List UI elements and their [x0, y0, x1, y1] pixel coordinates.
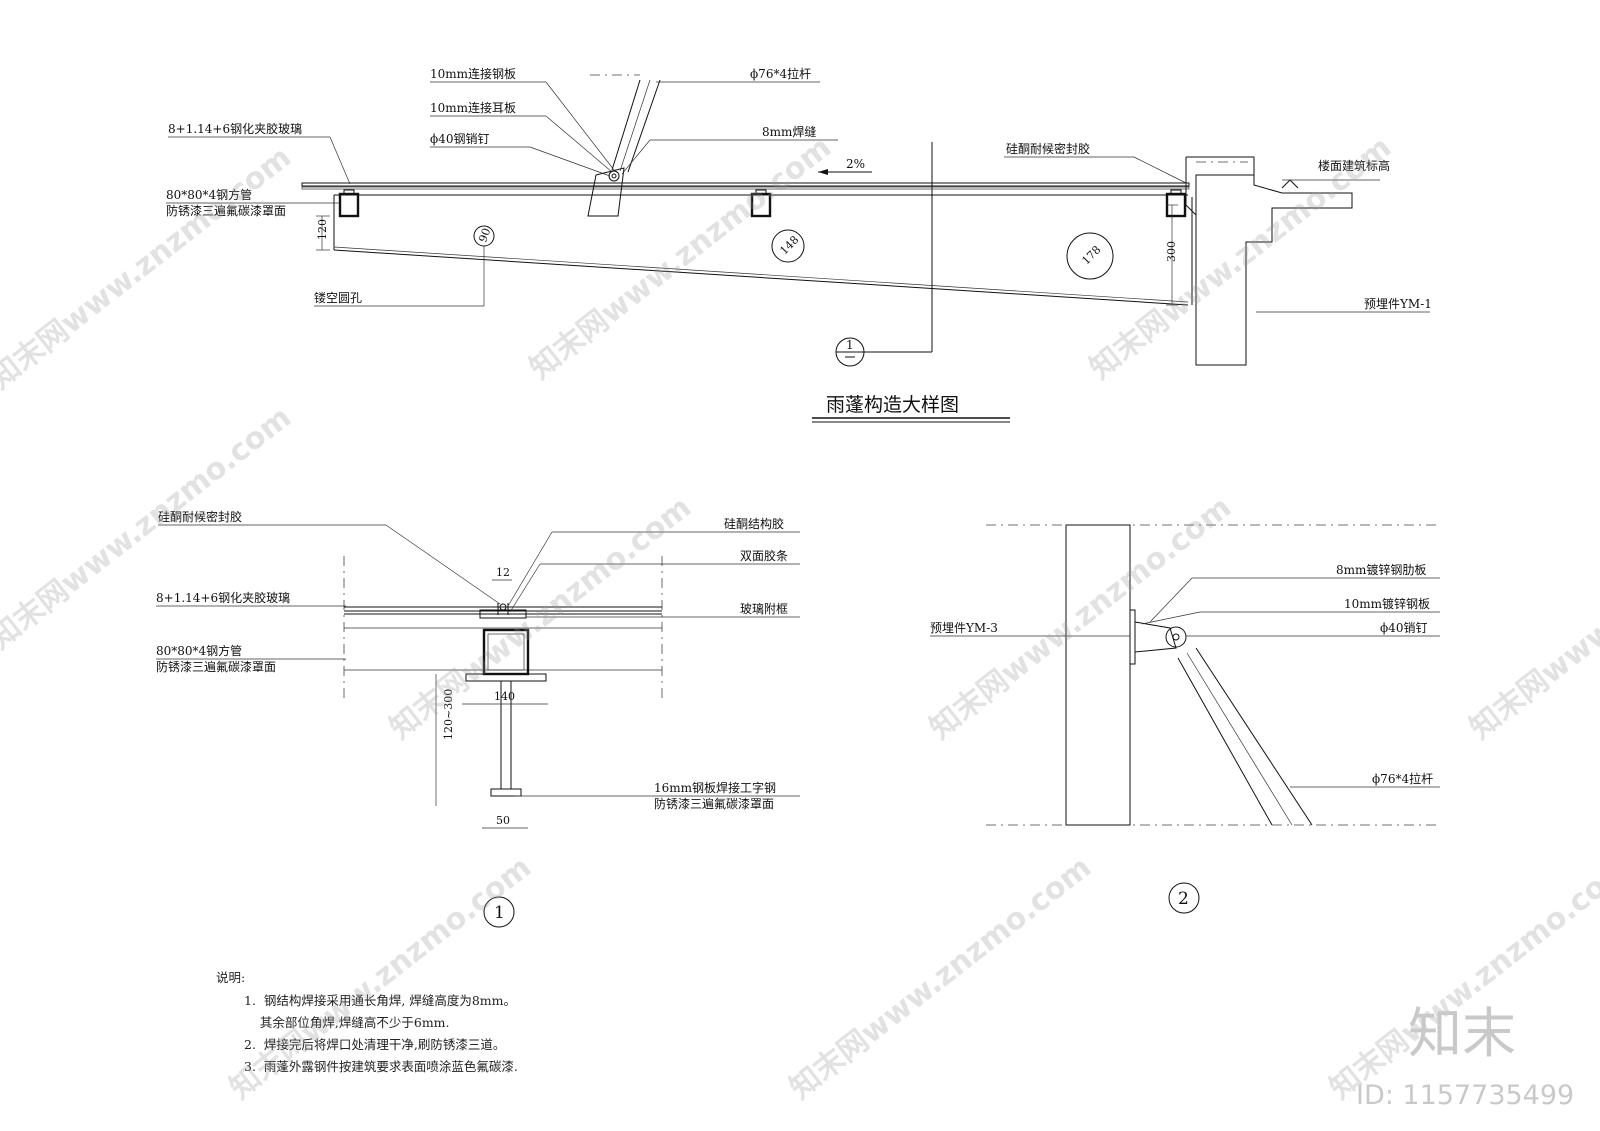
main-dimensions: 120 300 [316, 204, 1178, 306]
notes-heading: 说明: [216, 970, 245, 985]
label-pin: ϕ40钢销钉 [430, 132, 489, 146]
svg-text:知末网www.znzmo.com: 知末网www.znzmo.com [0, 400, 298, 657]
label-weld: 8mm焊缝 [762, 124, 816, 139]
label-s2-pin: ϕ40销钉 [1380, 621, 1427, 635]
wall-floor-structure [1185, 156, 1353, 366]
label-glass: 8+1.14+6钢化夹胶玻璃 [168, 121, 302, 136]
dim-web: 50 [496, 814, 510, 827]
hollow-hole-large [1066, 232, 1114, 280]
label-s2-tie-rod: ϕ76*4拉杆 [1372, 771, 1433, 786]
floor-level-mark: 楼面建筑标高 [1281, 158, 1390, 189]
section-detail-2: 8mm镀锌钢肋板 10mm镀锌钢板 ϕ40销钉 预埋件YM-3 ϕ76*4拉杆 … [930, 524, 1440, 914]
label-s1-glass: 8+1.14+6钢化夹胶玻璃 [156, 590, 290, 605]
label-rib-plate: 8mm镀锌钢肋板 [1336, 562, 1426, 577]
label-s1-tube-spec: 80*80*4钢方管 [156, 643, 242, 658]
svg-text:知末网www.znzmo.com: 知末网www.znzmo.com [1463, 490, 1600, 747]
hole-dim-1: 90 [476, 226, 493, 244]
steel-square-tubes [338, 189, 1187, 218]
label-hollow-hole: 镂空圆孔 [314, 291, 362, 305]
floor-level-label: 楼面建筑标高 [1318, 158, 1390, 173]
slope-label: 2% [846, 157, 865, 171]
image-id: ID: 1157735499 [1356, 1080, 1574, 1111]
section1-marker-label: 1 [494, 903, 505, 923]
steel-plate [1129, 609, 1136, 665]
notes-block: 说明: 1. 钢结构焊接采用通长角焊, 焊缝高度为8mm。 其余部位角焊,焊缝高… [216, 970, 518, 1074]
hole-dim-3: 178 [1079, 243, 1103, 267]
section-mark-number: 1 [846, 338, 854, 352]
note-line-3: 2. 焊接完后将焊口处清理干净,刷防锈漆三道。 [244, 1037, 505, 1052]
hole-dim-2: 148 [777, 233, 801, 257]
drawing-title: 雨蓬构造大样图 [826, 394, 959, 416]
section-detail-1: 12 140 120~300 50 硅酮耐候密封胶 硅酮结构胶 双面胶条 8+1… [156, 509, 800, 928]
dim-300: 300 [1165, 241, 1178, 262]
label-ear-plate: 10mm连接耳板 [430, 100, 516, 115]
label-tie-rod: ϕ76*4拉杆 [750, 66, 811, 81]
laminated-glass-panel [301, 182, 1190, 190]
svg-text:知末网www.znzmo.com: 知末网www.znzmo.com [523, 130, 838, 387]
slope-indicator: 2% [818, 157, 872, 175]
concrete-wall [1065, 524, 1131, 826]
note-line-2: 其余部位角焊,焊缝高不少于6mm. [244, 1015, 450, 1030]
svg-text:知末网www.znzmo.com: 知末网www.znzmo.com [383, 490, 698, 747]
label-sealant: 硅酮耐候密封胶 [1006, 141, 1090, 156]
dim-flange: 140 [494, 690, 515, 703]
note-line-4: 3. 雨蓬外露钢件按建筑要求表面喷涂蓝色氟碳漆. [244, 1059, 518, 1074]
tie-rod-assembly [587, 79, 661, 217]
section1-marker [483, 896, 515, 928]
svg-text:知末网www.znzmo.com: 知末网www.znzmo.com [923, 490, 1238, 747]
pin-40 [1165, 626, 1187, 648]
label-s1-structural-sealant: 硅酮结构胶 [724, 516, 784, 531]
svg-text:知末网www.znzmo.com: 知末网www.znzmo.com [1083, 130, 1398, 387]
label-s1-tape: 双面胶条 [740, 548, 788, 563]
canopy-main-detail: 90 148 178 2% [166, 66, 1432, 423]
svg-text:知末网www.znzmo.com: 知末网www.znzmo.com [1323, 850, 1600, 1107]
svg-text:知末网www.znzmo.com: 知末网www.znzmo.com [0, 140, 298, 397]
note-line-1: 1. 钢结构焊接采用通长角焊, 焊缝高度为8mm。 [244, 993, 516, 1008]
label-s1-frame: 玻璃附框 [740, 602, 788, 616]
svg-text:知末网www.znzmo.com: 知末网www.znzmo.com [783, 850, 1098, 1107]
label-s1-ibeam-finish: 防锈漆三遍氟碳漆罩面 [654, 796, 774, 811]
pin-circle [608, 170, 620, 182]
dim-height: 120~300 [442, 689, 455, 740]
section2-marker [1168, 882, 1200, 914]
label-s1-sealant: 硅酮耐候密封胶 [158, 509, 242, 524]
label-connect-plate: 10mm连接钢板 [430, 66, 516, 81]
label-embed-ym3: 预埋件YM-3 [930, 621, 998, 635]
welded-i-beam [465, 673, 547, 797]
label-tube-spec: 80*80*4钢方管 [166, 187, 252, 202]
label-s1-tube-finish: 防锈漆三遍氟碳漆罩面 [156, 659, 276, 674]
main-leaders [166, 81, 1430, 313]
hollow-hole-medium [771, 229, 805, 263]
dim-gap: 12 [496, 566, 510, 579]
dim-120: 120 [316, 219, 329, 240]
label-tube-finish: 防锈漆三遍氟碳漆罩面 [166, 203, 286, 218]
section-mark-1: 1 [835, 337, 865, 367]
brand-logo: 知末 [1408, 1002, 1516, 1065]
label-s1-ibeam-spec: 16mm钢板焊接工字钢 [654, 780, 776, 795]
section2-marker-label: 2 [1178, 889, 1189, 909]
label-steel-plate: 10mm镀锌钢板 [1344, 597, 1430, 611]
label-embed-ym1: 预埋件YM-1 [1364, 297, 1432, 311]
